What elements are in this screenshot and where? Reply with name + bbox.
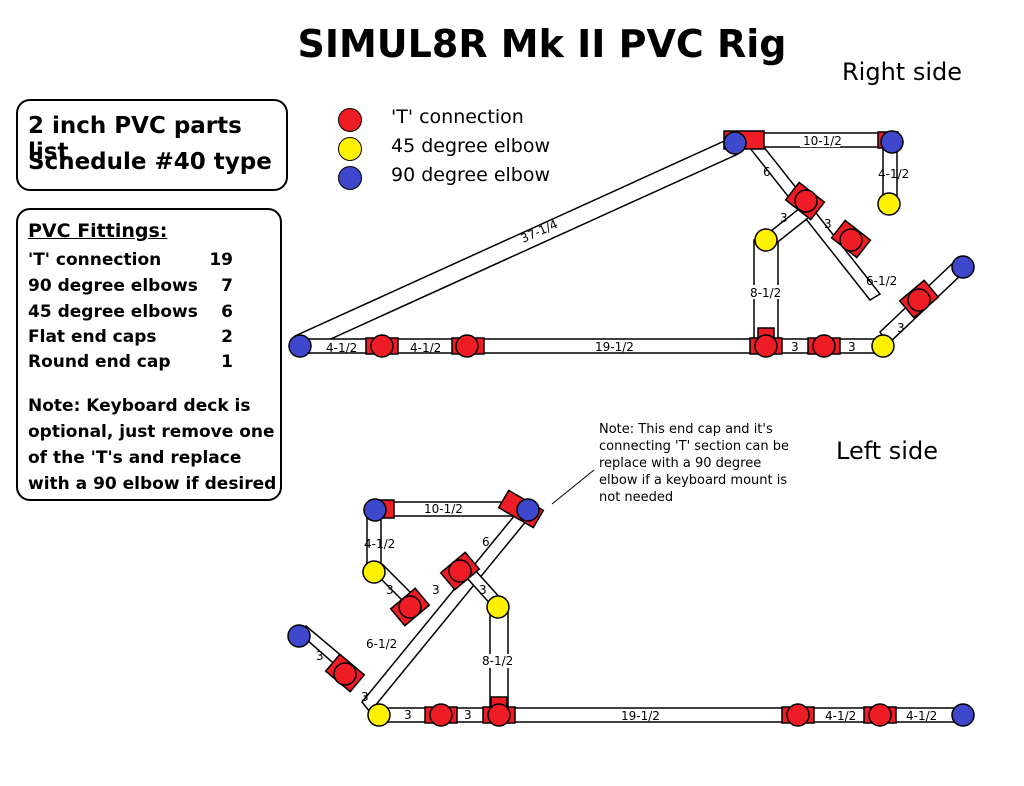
dim-label: 3: [824, 217, 832, 231]
dim-label: 3: [432, 583, 440, 597]
dim-label: 3: [464, 708, 472, 722]
dim-label: 3: [780, 211, 788, 225]
fitting-count: 2: [221, 327, 233, 347]
dim-label: 4-1/2: [825, 709, 856, 723]
fitting-label: 45 degree elbows: [28, 302, 198, 322]
45-elbow-fitting: [362, 560, 386, 584]
fittings-heading: PVC Fittings:: [28, 220, 168, 242]
45-elbow-fitting: [367, 703, 391, 727]
dim-label: 4-1/2: [906, 709, 937, 723]
dim-label: 8-1/2: [750, 286, 781, 300]
fitting-count: 7: [221, 276, 233, 296]
45-elbow-fitting: [486, 595, 510, 619]
blue-circle-icon: [338, 166, 362, 190]
t-connection-fitting: [794, 189, 818, 213]
fitting-label: 'T' connection: [28, 250, 162, 270]
90-elbow-fitting: [516, 498, 540, 522]
90-elbow-fitting: [287, 624, 311, 648]
90-elbow-fitting: [951, 255, 975, 279]
parts-list-title: 2 inch PVC parts list: [28, 113, 242, 165]
dim-label: 3: [361, 690, 369, 704]
keyboard-deck-note: Note: Keyboard deck is optional, just re…: [28, 396, 277, 494]
dim-label: 19-1/2: [621, 709, 660, 723]
legend-label: 90 degree elbow: [391, 164, 551, 186]
t-connection-fitting: [487, 703, 511, 727]
dim-label: 19-1/2: [595, 340, 634, 354]
dim-label: 3: [897, 321, 905, 335]
fitting-count: 1: [221, 352, 233, 372]
45-elbow-fitting: [877, 192, 901, 216]
dim-label: 3: [386, 583, 394, 597]
t-connection-fitting: [333, 662, 357, 686]
fitting-row: Flat end caps 2: [28, 327, 233, 347]
t-connection-fitting: [839, 228, 863, 252]
legend-label: 45 degree elbow: [391, 135, 551, 157]
t-connection-fitting: [868, 703, 892, 727]
dim-label: 4-1/2: [326, 341, 357, 355]
t-connection-fitting: [754, 334, 778, 358]
left-side-label: Left side: [836, 437, 938, 465]
t-connection-fitting: [455, 334, 479, 358]
red-circle-icon: [338, 108, 362, 132]
90-elbow-fitting: [363, 498, 387, 522]
pipe-segment: [294, 137, 739, 353]
fitting-row: 90 degree elbows 7: [28, 276, 233, 296]
end-cap-note: Note: This end cap and it's connecting '…: [599, 422, 789, 505]
dim-label: 4-1/2: [410, 341, 441, 355]
45-elbow-fitting: [754, 228, 778, 252]
parts-list-subtitle: Schedule #40 type: [28, 149, 272, 175]
fitting-label: Round end cap: [28, 352, 171, 372]
fitting-row: Round end cap 1: [28, 352, 233, 372]
dim-label: 10-1/2: [424, 502, 463, 516]
fitting-row: 45 degree elbows 6: [28, 302, 233, 322]
dim-label: 6-1/2: [866, 274, 897, 288]
90-elbow-fitting: [951, 703, 975, 727]
dim-label: 3: [404, 708, 412, 722]
t-connection-fitting: [812, 334, 836, 358]
legend-label: 'T' connection: [391, 106, 524, 128]
fittings-box: PVC Fittings: 'T' connection 19 90 degree…: [16, 208, 282, 501]
dim-label: 10-1/2: [803, 134, 842, 148]
dim-label: 8-1/2: [482, 654, 513, 668]
t-connection-fitting: [370, 334, 394, 358]
dim-label: 4-1/2: [364, 537, 395, 551]
right-side-label: Right side: [842, 58, 962, 86]
t-connection-fitting: [398, 595, 422, 619]
fitting-row: 'T' connection 19: [28, 250, 233, 270]
90-elbow-fitting: [880, 130, 904, 154]
t-connection-fitting: [786, 703, 810, 727]
note-leader-line: [551, 469, 595, 505]
dim-label: 3: [791, 340, 799, 354]
fitting-label: 90 degree elbows: [28, 276, 198, 296]
fitting-label: Flat end caps: [28, 327, 157, 347]
dim-label: 6-1/2: [366, 637, 397, 651]
dim-label: 3: [316, 649, 324, 663]
t-connection-fitting: [907, 288, 931, 312]
fitting-count: 19: [209, 250, 233, 270]
parts-list-box: 2 inch PVC parts list Schedule #40 type: [16, 99, 288, 191]
45-elbow-fitting: [871, 334, 895, 358]
dim-label: 3: [848, 340, 856, 354]
yellow-circle-icon: [338, 137, 362, 161]
t-connection-fitting: [448, 559, 472, 583]
dim-label: 6: [763, 165, 771, 179]
page-title: SIMUL8R Mk II PVC Rig: [297, 22, 787, 66]
90-elbow-fitting: [288, 334, 312, 358]
fitting-count: 6: [221, 302, 233, 322]
t-connection-fitting: [429, 703, 453, 727]
dim-label: 3: [479, 583, 487, 597]
dim-label: 4-1/2: [878, 167, 909, 181]
90-elbow-fitting: [723, 131, 747, 155]
dim-label: 6: [482, 535, 490, 549]
